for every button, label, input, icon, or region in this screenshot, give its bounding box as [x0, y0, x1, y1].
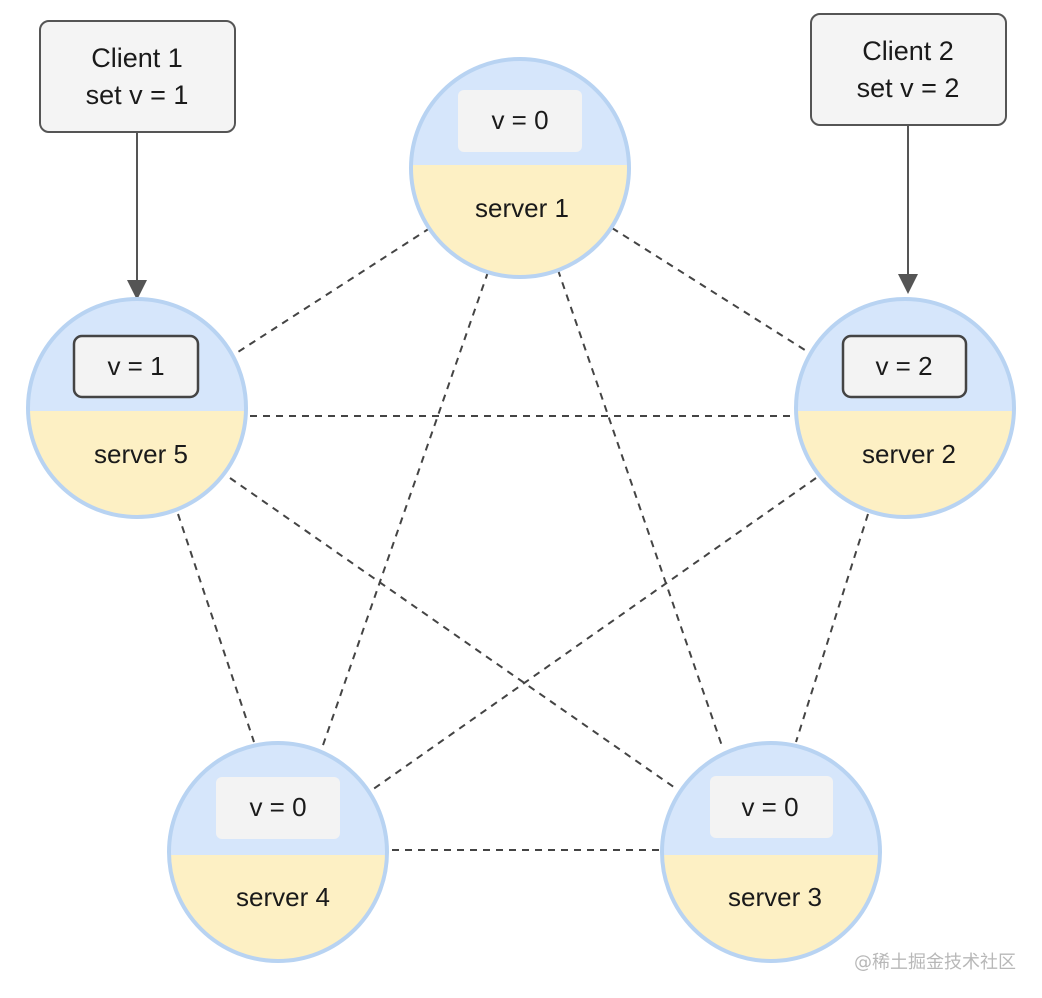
server-2-value-box	[841, 334, 968, 399]
link-server5-server4	[177, 513, 255, 743]
server-4: v = 0 server 4	[167, 741, 389, 963]
server-2-value: v = 2	[875, 351, 932, 381]
server-3-value-box	[710, 776, 833, 838]
client-1: Client 1 set v = 1	[39, 20, 236, 300]
server-3: v = 0 server 3	[660, 741, 882, 963]
link-server1-server2	[611, 227, 809, 353]
server-1: v = 0 server 1	[409, 57, 631, 279]
link-server2-server3	[795, 513, 869, 743]
server-2-circle	[794, 297, 1016, 519]
client-2-box	[810, 13, 1007, 126]
watermark: @稀土掘金技术社区	[854, 952, 1016, 973]
link-server1-server4	[321, 271, 489, 749]
server-3-circle	[660, 741, 882, 963]
server-5-circle	[26, 297, 248, 519]
server-4-value: v = 0	[249, 792, 306, 822]
server-5: v = 1 server 5	[26, 297, 248, 519]
server-2: v = 2 server 2	[794, 297, 1016, 519]
server-2-label: server 2	[862, 439, 956, 469]
client-2-arrow-head	[898, 274, 918, 294]
server-1-value-box	[458, 90, 582, 152]
server-3-label: server 3	[728, 882, 822, 912]
client-2: Client 2 set v = 2	[810, 13, 1007, 294]
server-1-label: server 1	[475, 193, 569, 223]
server-3-value: v = 0	[741, 792, 798, 822]
server-1-circle	[409, 57, 631, 279]
server-1-value: v = 0	[491, 105, 548, 135]
client-2-title: Client 2	[862, 36, 954, 66]
server-5-value-box	[72, 334, 200, 399]
client-1-title: Client 1	[91, 43, 183, 73]
client-1-arrow-head	[127, 280, 147, 300]
link-server1-server5	[237, 227, 431, 353]
client-1-box	[39, 20, 236, 133]
link-server1-server3	[557, 269, 723, 747]
server-4-label: server 4	[236, 882, 330, 912]
client-2-command: set v = 2	[857, 73, 960, 103]
server-4-value-box	[216, 777, 340, 839]
server-5-label: server 5	[94, 439, 188, 469]
server-5-value: v = 1	[107, 351, 164, 381]
server-4-circle	[167, 741, 389, 963]
connections	[177, 227, 869, 851]
client-1-command: set v = 1	[86, 80, 189, 110]
